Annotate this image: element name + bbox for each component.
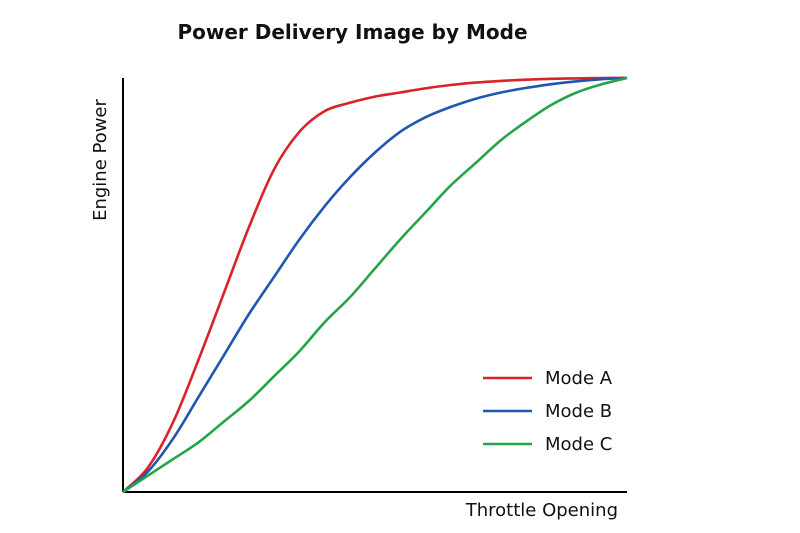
series-group bbox=[122, 76, 628, 494]
series-line-mode-c bbox=[122, 76, 628, 494]
legend-label-mode-c: Mode C bbox=[545, 434, 612, 455]
series-line-mode-a bbox=[122, 76, 628, 493]
chart-title: Power Delivery Image by Mode bbox=[177, 20, 528, 44]
x-axis-label: Throttle Opening bbox=[465, 500, 618, 521]
y-axis-label: Engine Power bbox=[90, 98, 111, 220]
legend-label-mode-b: Mode B bbox=[545, 401, 612, 422]
series-line-mode-b bbox=[122, 76, 628, 494]
legend-label-mode-a: Mode A bbox=[545, 368, 613, 389]
legend: Mode A Mode B Mode C bbox=[483, 368, 613, 455]
